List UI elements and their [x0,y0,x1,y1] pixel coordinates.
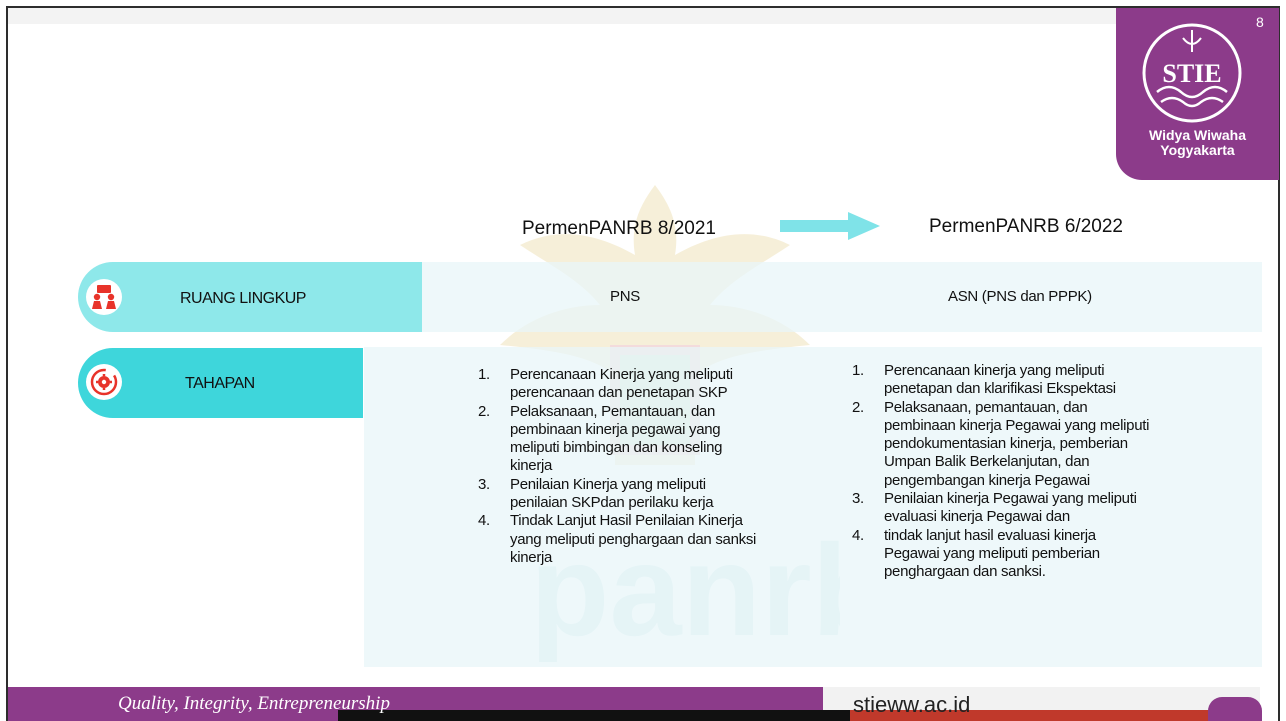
header-permen-2021: PermenPANRB 8/2021 [522,218,716,239]
svg-text:STIE: STIE [1162,59,1221,88]
row-ruang-lingkup-content [422,262,1262,332]
row-tahapan-content [364,347,1262,667]
stie-logo [1116,8,1279,180]
footer-grey-band [823,687,1260,710]
top-band [8,8,1118,24]
row-ruang-lingkup-label-bar [78,262,422,332]
row-ruang-lingkup-label: RUANG LINGKUP [180,290,306,307]
gear-cycle-icon [90,368,118,396]
slide-frame [6,6,1280,721]
stie-logo-text: Widya Wiwaha Yogyakarta [1116,128,1279,158]
people-meeting-icon [92,285,116,309]
row-tahapan-label: TAHAPAN [185,375,255,392]
footer-dark-strip [338,710,850,721]
row-tahapan-label-bar [78,348,363,418]
header-permen-2022: PermenPANRB 6/2022 [929,216,1123,237]
footer-badge [1208,697,1262,721]
stie-logo-emblem-icon: STIE [1142,23,1242,123]
footer-tagline: Quality, Integrity, Entrepreneurship [118,693,390,714]
arrow-right-icon [780,212,880,240]
logo-line2: Yogyakarta [1160,142,1235,158]
ruang-lingkup-2022: ASN (PNS dan PPPK) [948,288,1092,305]
list-item: 3.Penilaian kinerja Pegawai yang meliput… [852,490,1137,526]
page-number: 8 [1256,14,1264,30]
footer-url: stieww.ac.id [853,692,971,717]
ruang-lingkup-2021: PNS [610,288,640,305]
footer-red-strip [850,710,1260,721]
logo-line1: Widya Wiwaha [1149,127,1246,143]
